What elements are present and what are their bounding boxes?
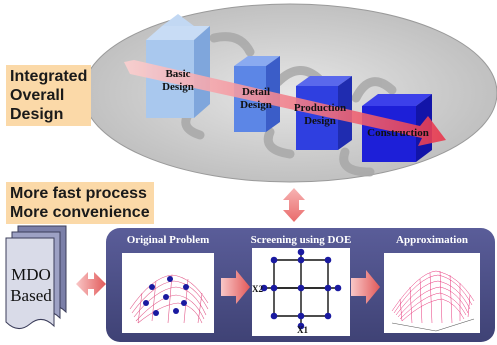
doe-axis-x2: X2 xyxy=(252,284,263,294)
surface-plot-approximation xyxy=(391,270,475,332)
flow-arrow xyxy=(124,60,446,146)
doe-points xyxy=(260,248,342,330)
mdo-document-stack xyxy=(5,225,67,329)
label-line-1: Integrated xyxy=(10,68,88,85)
fast-process-label: More fast process More convenience xyxy=(6,182,154,224)
label-line-2: Overall xyxy=(10,87,65,104)
label-line-3: Design xyxy=(10,106,64,123)
panel-arrow-1 xyxy=(221,270,250,304)
vertical-double-arrow xyxy=(283,188,305,222)
horizontal-double-arrow xyxy=(76,272,106,296)
surface-plot-original xyxy=(129,274,209,324)
doe-card: X2 X1 xyxy=(252,248,350,336)
panel-arrow-2 xyxy=(351,270,380,304)
panel-title-approximation: Approximation xyxy=(396,234,468,246)
doe-grid xyxy=(260,248,342,330)
panel-title-screening: Screening using DOE xyxy=(250,234,352,246)
stage-label-construction: Construction xyxy=(367,127,429,139)
original-problem-card xyxy=(122,253,214,333)
fast-line-2: More convenience xyxy=(10,204,150,221)
panel-title-original-problem: Original Problem xyxy=(126,234,210,246)
approximation-card xyxy=(384,253,480,333)
integrated-overall-design-label: Integrated Overall Design xyxy=(6,65,92,126)
sample-points xyxy=(143,276,189,316)
doe-axis-x1: X1 xyxy=(297,325,308,335)
fast-line-1: More fast process xyxy=(10,185,147,202)
